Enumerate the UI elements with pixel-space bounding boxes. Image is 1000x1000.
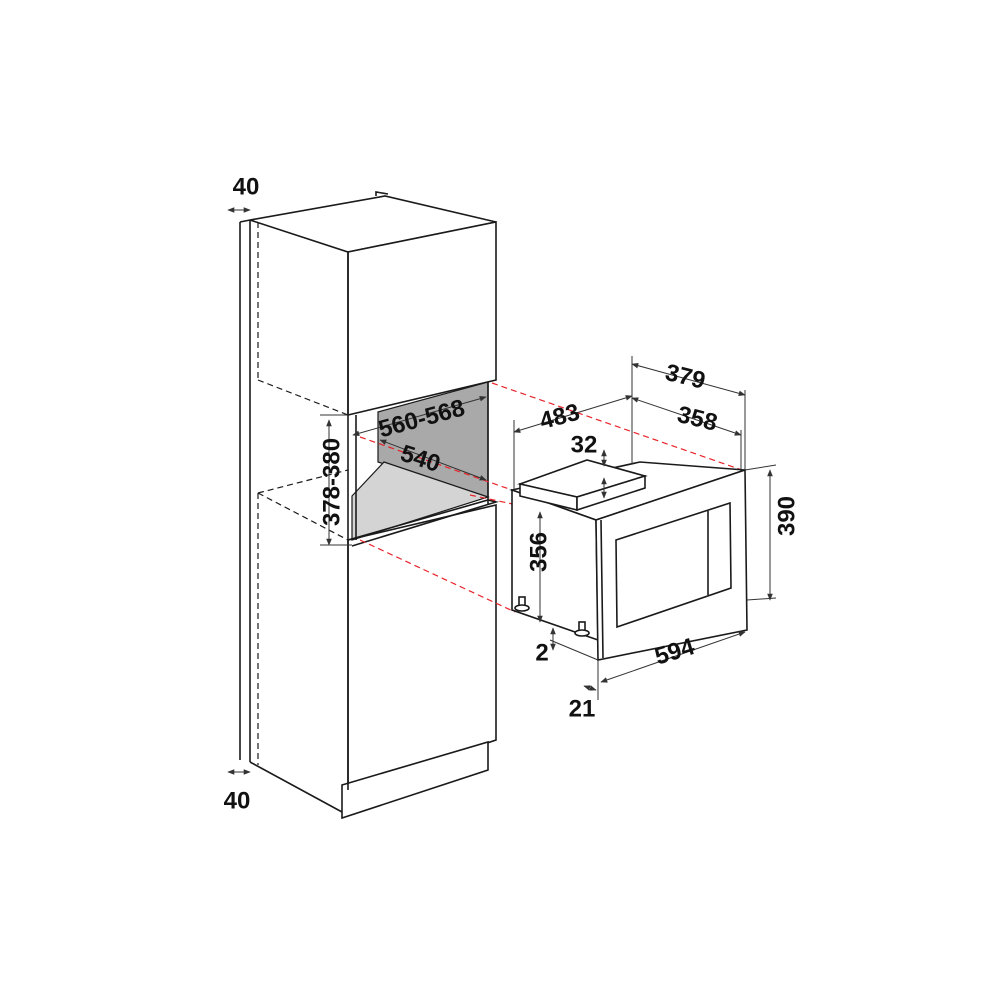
dimension-lines	[227, 207, 777, 775]
side-gap-bottom-label: 40	[224, 787, 251, 814]
foot-left	[514, 596, 530, 612]
microwave	[509, 459, 748, 661]
foot-right	[574, 621, 590, 637]
top-vent-height-label: 32	[571, 431, 598, 458]
front-height-label: 390	[773, 496, 800, 536]
body-height-label: 356	[525, 532, 552, 572]
cabinet-plinth	[341, 740, 489, 820]
body-depth-label: 358	[675, 401, 720, 437]
overall-depth-label: 379	[663, 359, 708, 395]
niche-height-label: 378-380	[318, 438, 345, 526]
front-thickness-label: 21	[569, 695, 596, 722]
foot-clearance-label: 2	[535, 639, 548, 666]
body-width-label: 483	[537, 399, 583, 435]
side-gap-top-label: 40	[233, 173, 260, 200]
tall-cabinet	[239, 191, 499, 820]
microwave-window	[615, 501, 732, 629]
